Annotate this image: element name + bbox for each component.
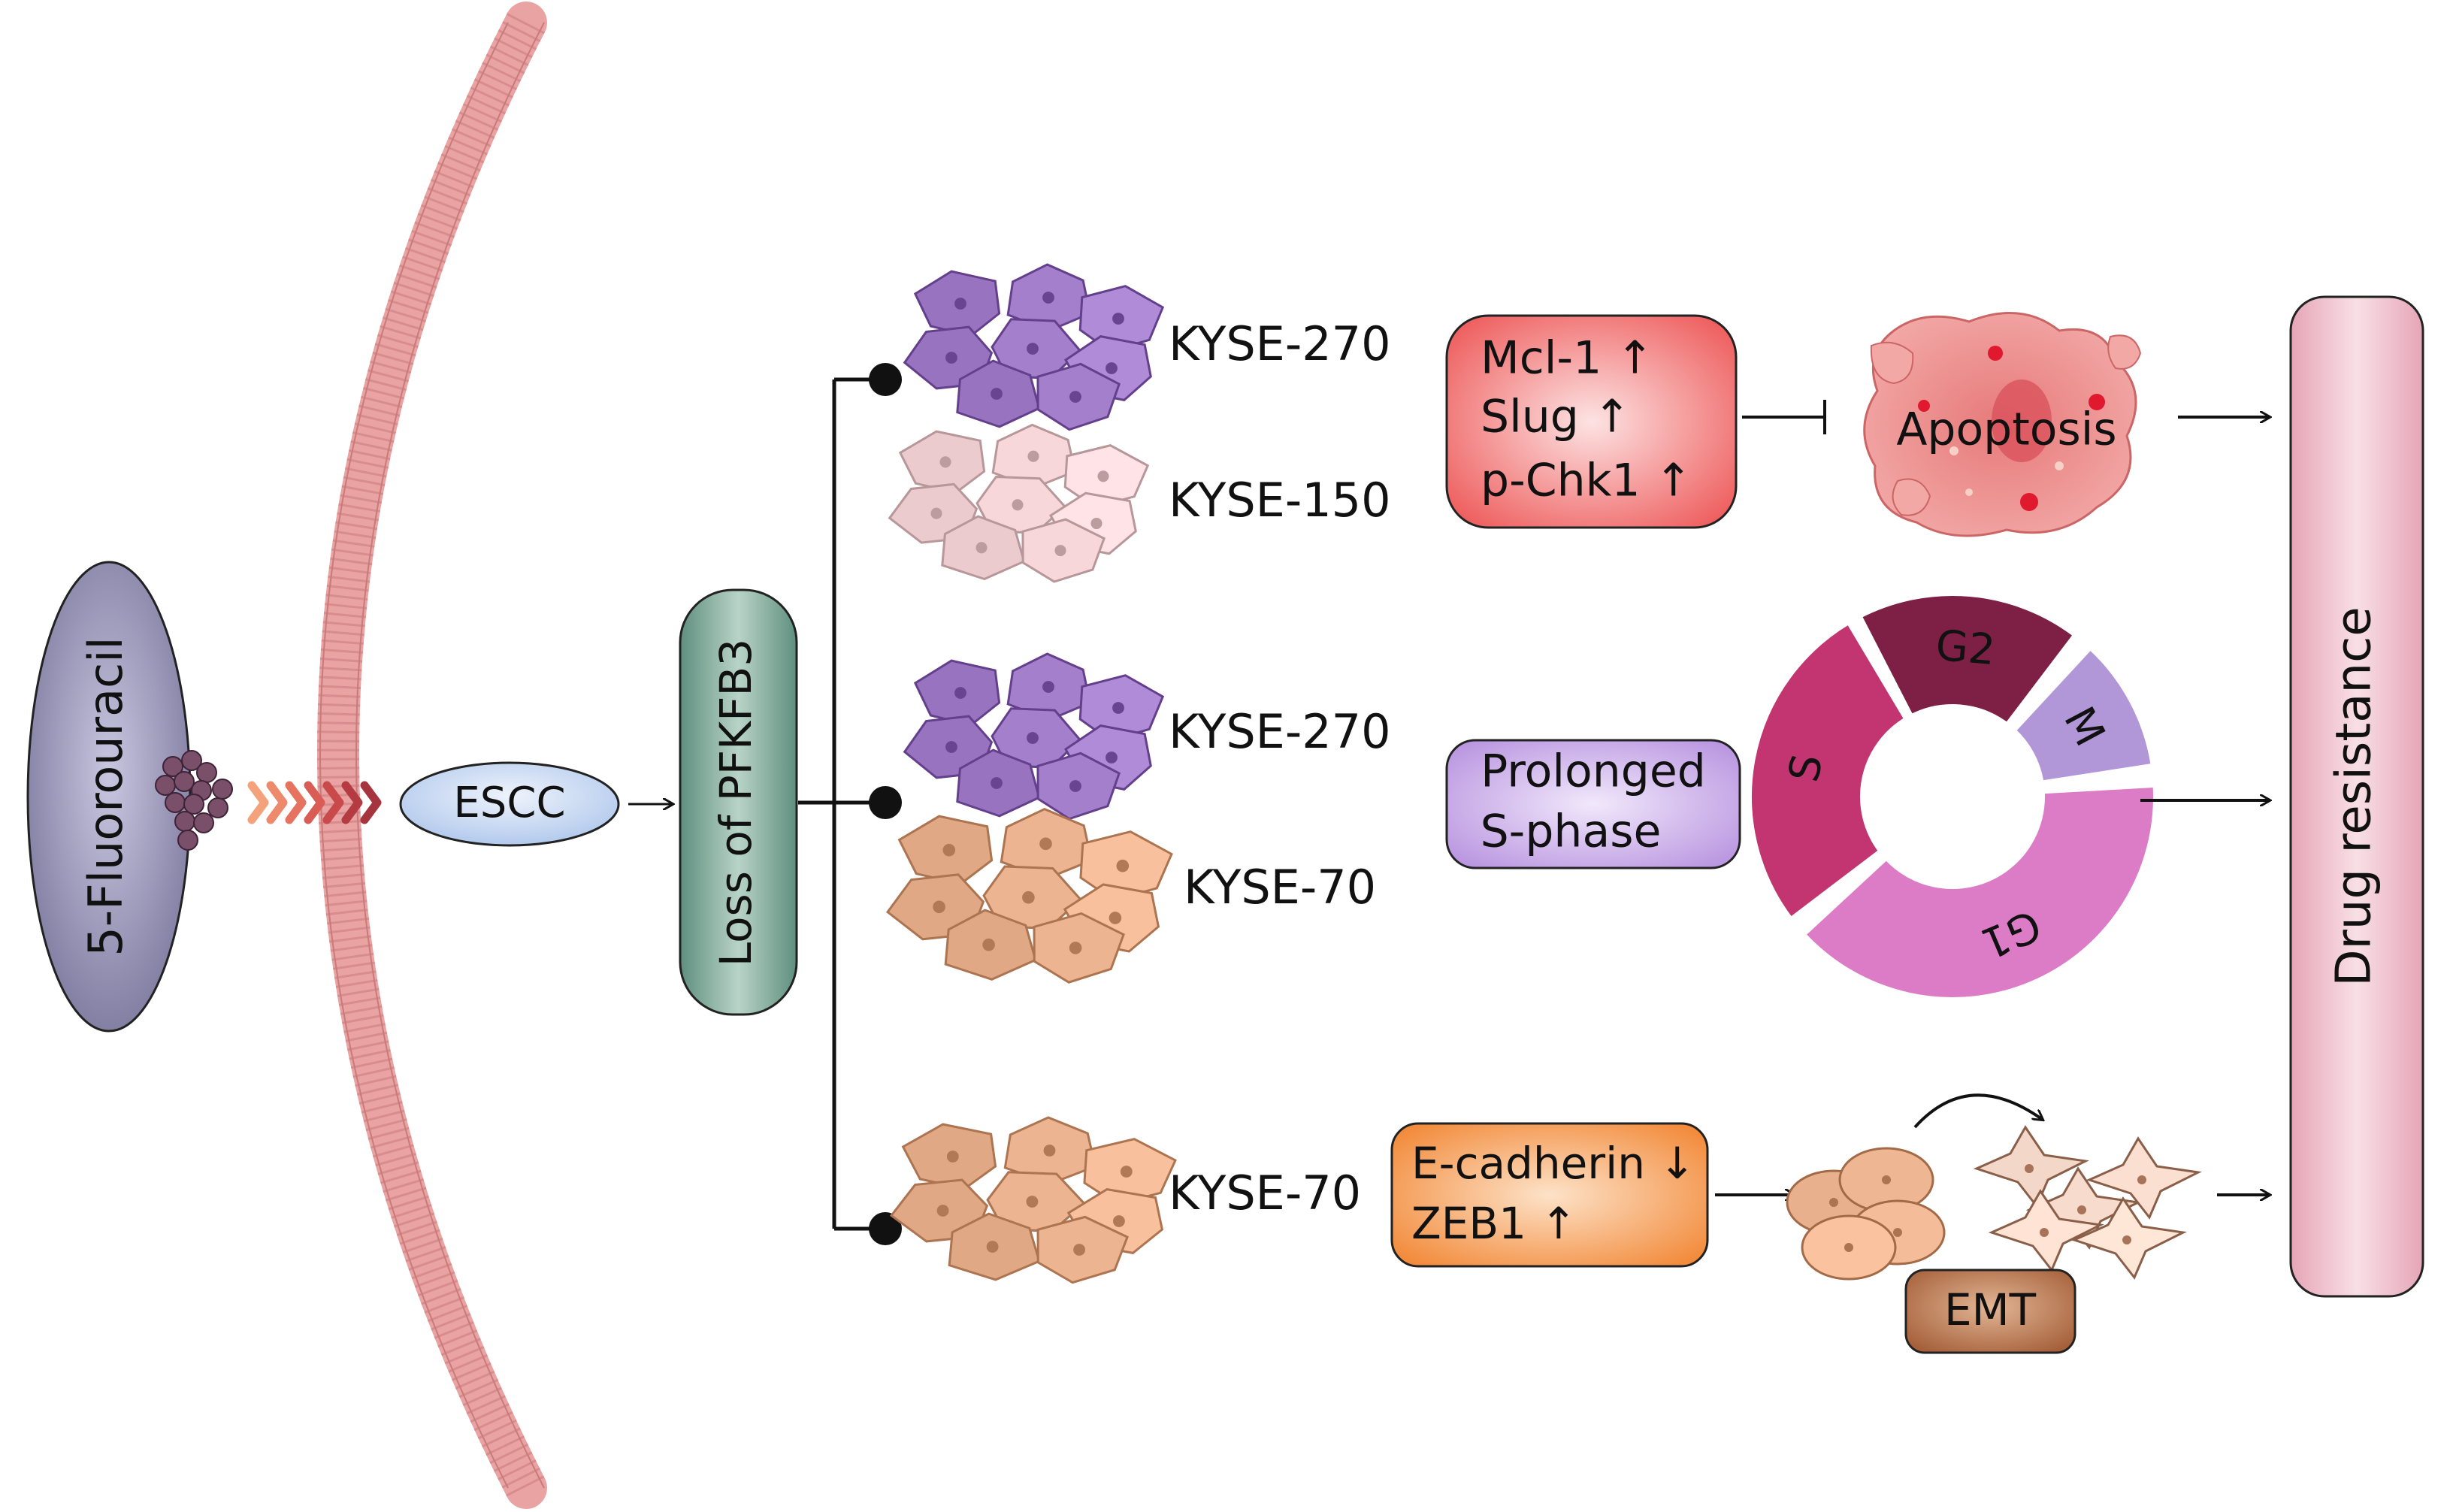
pfkfb3-label: Loss of PFKFB3 <box>710 639 761 966</box>
cell-nucleus <box>1027 343 1039 355</box>
cycle-phase-m <box>2010 644 2156 786</box>
cell-line-label-middle-2: KYSE-70 <box>1184 860 1376 915</box>
emt-box: EMT <box>1904 1269 2076 1354</box>
cell-nucleus <box>1109 912 1122 924</box>
cell-nucleus <box>933 900 945 914</box>
cell-nucleus <box>1112 1215 1125 1227</box>
cell-nucleus <box>1106 751 1118 764</box>
cell-nucleus <box>1042 681 1054 693</box>
cell-nucleus <box>942 843 956 857</box>
marker-ecadherin: E-cadherin ↓ <box>1411 1138 1695 1189</box>
cell-nucleus <box>1120 1166 1133 1178</box>
marker-slug: Slug ↑ <box>1481 391 1631 443</box>
cell-nucleus <box>936 1205 949 1217</box>
cell-nucleus <box>1043 1145 1056 1157</box>
cell-nucleus <box>1054 545 1066 557</box>
apoptosis-cell: Apoptosis <box>1863 311 2142 537</box>
branch-dot-bottom <box>869 1212 902 1245</box>
drug-molecule-cluster <box>155 750 233 851</box>
prolonged-label-line2: S-phase <box>1481 806 1662 858</box>
cell-nucleus <box>939 456 951 468</box>
cell-nucleus <box>1027 732 1039 744</box>
cell-cluster-pink-top <box>888 423 1150 583</box>
drug-resistance-label: Drug resistance <box>2327 606 2382 986</box>
cell-nucleus <box>954 687 966 699</box>
emt-curved-arrow <box>1913 1093 2043 1129</box>
marker-mcl1: Mcl-1 ↑ <box>1481 332 1654 385</box>
cell-nucleus <box>1116 859 1130 872</box>
cell-nucleus <box>1844 1243 1853 1252</box>
emt-transition-cells <box>1786 1125 2202 1281</box>
cell-nucleus <box>1882 1175 1891 1184</box>
cell-nucleus <box>991 777 1003 789</box>
pfkfb3-node: Loss of PFKFB3 <box>679 588 798 1016</box>
cell-nucleus <box>1069 391 1081 403</box>
drug-5-fluorouracil: 5-Fluorouracil <box>26 561 233 1033</box>
cell-cluster-purple-top <box>903 263 1165 431</box>
cell-cluster-tan-bottom <box>889 1116 1177 1284</box>
cell-line-label-middle-1: KYSE-270 <box>1169 704 1391 759</box>
cell-nucleus <box>1069 780 1081 792</box>
cell-nucleus <box>2137 1175 2146 1184</box>
cell-nucleus <box>945 741 957 753</box>
cell-nucleus <box>1893 1228 1902 1237</box>
cycle-phase-g1 <box>1800 782 2158 1002</box>
cell-nucleus <box>946 1151 959 1163</box>
cell-nucleus <box>1022 891 1035 904</box>
cell-nucleus <box>2040 1228 2049 1237</box>
drug-label: 5-Fluorouracil <box>78 637 133 956</box>
cell-nucleus <box>975 542 988 554</box>
cell-cluster-tan-middle <box>885 807 1173 984</box>
prolonged-label-line1: Prolonged <box>1481 745 1706 798</box>
cell-nucleus <box>1039 837 1052 851</box>
cell-nucleus <box>986 1241 999 1253</box>
cell-nucleus <box>991 388 1003 400</box>
cycle-center <box>1867 711 2038 882</box>
cell-line-label-top-2: KYSE-150 <box>1169 473 1391 528</box>
cell-nucleus <box>1097 470 1109 482</box>
cell-nucleus <box>1026 1196 1039 1208</box>
cell-nucleus <box>2077 1205 2086 1214</box>
inhibition-line <box>1742 400 1826 434</box>
cell-membrane <box>317 2 547 1509</box>
bottom-markers-box: E-cadherin ↓ ZEB1 ↑ <box>1390 1122 1709 1268</box>
branch-dot-middle <box>869 786 902 819</box>
cell-nucleus <box>1069 942 1082 954</box>
prolonged-s-phase-box: Prolonged S-phase <box>1445 739 1741 869</box>
escc-node: ESCC <box>399 761 620 847</box>
cell-nucleus <box>2122 1235 2131 1244</box>
cycle-phase-g2 <box>1856 591 2079 728</box>
cell-nucleus <box>945 352 957 364</box>
drug-resistance-node: Drug resistance <box>2289 295 2424 1298</box>
cell-nucleus <box>1012 499 1024 511</box>
top-markers-box: Mcl-1 ↑ Slug ↑ p-Chk1 ↑ <box>1445 314 1738 529</box>
cell-nucleus <box>1112 313 1124 325</box>
cell-nucleus <box>1112 702 1124 714</box>
cell-nucleus <box>930 507 942 519</box>
cycle-phase-s <box>1747 618 1910 923</box>
apoptosis-label: Apoptosis <box>1896 404 2116 456</box>
cell-nucleus <box>1073 1244 1086 1256</box>
cell-nucleus <box>1106 362 1118 374</box>
cell-nucleus <box>954 298 966 310</box>
branch-connector <box>798 377 881 1231</box>
cell-cluster-purple-middle <box>903 652 1165 821</box>
escc-label: ESCC <box>453 779 565 827</box>
marker-pchk1: p-Chk1 ↑ <box>1481 455 1692 507</box>
cell-line-label-top-1: KYSE-270 <box>1169 316 1391 371</box>
branch-dot-top <box>869 363 902 396</box>
cell-nucleus <box>1042 292 1054 304</box>
cycle-phase-label: G2 <box>1934 621 1997 676</box>
cell-nucleus <box>1829 1198 1838 1207</box>
marker-zeb1: ZEB1 ↑ <box>1411 1198 1577 1249</box>
cell-nucleus <box>2025 1164 2034 1173</box>
cell-nucleus <box>982 938 995 951</box>
cell-nucleus <box>1090 517 1102 530</box>
cell-line-label-bottom: KYSE-70 <box>1169 1166 1361 1220</box>
chevron-arrows-icon <box>247 781 382 824</box>
cell-nucleus <box>1027 450 1039 462</box>
emt-label: EMT <box>1944 1284 2037 1335</box>
